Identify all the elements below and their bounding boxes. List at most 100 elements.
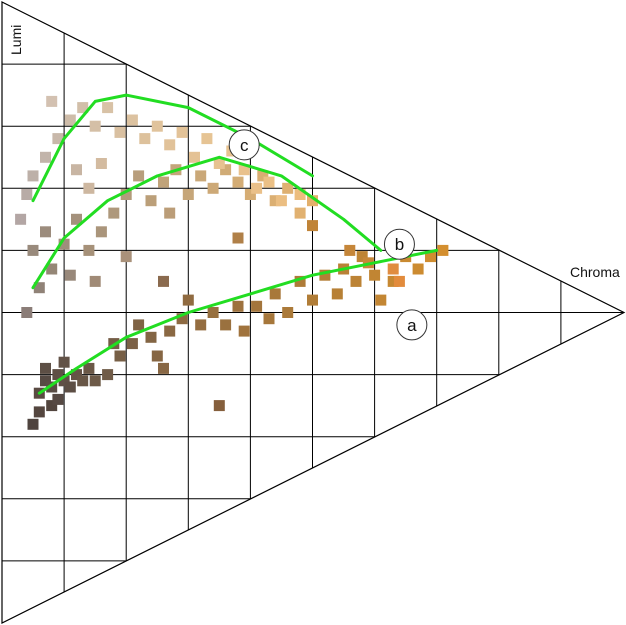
- fit-line-a: [37, 248, 439, 395]
- scatter-point: [21, 307, 33, 318]
- curve-label-circle-c: [228, 129, 260, 161]
- scatter-point: [164, 207, 176, 219]
- curve-label-a: a: [407, 316, 417, 335]
- scatter-point: [27, 170, 39, 182]
- scatter-point: [182, 189, 194, 200]
- scatter-point: [95, 158, 107, 169]
- scatter-point: [251, 300, 263, 312]
- scatter-point: [46, 95, 58, 107]
- scatter-point: [114, 350, 126, 362]
- scatter-point: [120, 251, 132, 263]
- scatter-point: [164, 325, 176, 337]
- scatter-point: [356, 251, 368, 263]
- scatter-point: [269, 288, 281, 300]
- scatter-point: [232, 232, 244, 244]
- scatter-point: [64, 381, 76, 393]
- scatter-point: [71, 369, 82, 381]
- scatter-point: [251, 182, 263, 194]
- scatter-point: [52, 393, 64, 405]
- scatter-point: [46, 381, 58, 393]
- scatter-point: [139, 133, 151, 145]
- scatter-point: [89, 120, 101, 132]
- scatter-point: [263, 176, 275, 188]
- scatter-point: [40, 151, 51, 163]
- scatter-point: [232, 176, 244, 188]
- fit-line-b: [31, 155, 383, 290]
- scatter-point: [294, 207, 306, 219]
- curve-label-c: c: [240, 136, 249, 155]
- scatter-point: [145, 195, 157, 207]
- scatter-point: [40, 226, 51, 238]
- scatter-point: [164, 139, 176, 151]
- scatter-point: [257, 170, 269, 182]
- scatter-point: [108, 207, 120, 219]
- scatter-points: [15, 95, 449, 430]
- x-axis-label: Chroma: [570, 264, 620, 280]
- scatter-point: [387, 263, 399, 275]
- scatter-point: [182, 294, 194, 306]
- scatter-point: [33, 282, 45, 294]
- scatter-point: [33, 406, 45, 418]
- scatter-point: [425, 251, 436, 263]
- scatter-point: [238, 325, 250, 337]
- scatter-point: [77, 102, 89, 114]
- scatter-point: [58, 375, 70, 387]
- scatter-point: [151, 350, 163, 362]
- scatter-point: [102, 369, 114, 381]
- scatter-point: [40, 375, 51, 387]
- curve-label-circle-b: [383, 228, 415, 260]
- scatter-point: [89, 375, 101, 387]
- scatter-point: [83, 244, 95, 256]
- scatter-point: [307, 294, 318, 306]
- scatter-point: [307, 195, 318, 207]
- scatter-point: [369, 269, 381, 281]
- scatter-point: [83, 362, 95, 374]
- scatter-point: [213, 158, 225, 169]
- scatter-point: [350, 275, 362, 287]
- scatter-point: [46, 400, 58, 412]
- scatter-point: [176, 126, 188, 138]
- scatter-point: [46, 263, 58, 275]
- scatter-point: [220, 319, 232, 331]
- scatter-point: [244, 189, 256, 200]
- scatter-point: [275, 195, 287, 207]
- curve-labels: a b c: [228, 129, 428, 341]
- scatter-point: [58, 238, 70, 250]
- scatter-point: [263, 313, 275, 325]
- scatter-point: [412, 263, 424, 275]
- scatter-point: [201, 133, 213, 145]
- scatter-point: [344, 244, 356, 256]
- scatter-point: [27, 244, 39, 256]
- curve-label-circle-a: [396, 309, 428, 341]
- scatter-point: [294, 189, 306, 200]
- scatter-point: [393, 275, 405, 287]
- scatter-point: [307, 220, 318, 232]
- scatter-point: [52, 133, 64, 145]
- curve-label-b: b: [395, 235, 404, 254]
- y-axis-label: Lumi: [8, 25, 24, 55]
- scatter-point: [176, 313, 188, 325]
- scatter-point: [21, 189, 33, 200]
- scatter-point: [133, 319, 145, 331]
- scatter-point: [145, 331, 157, 343]
- scatter-point: [294, 275, 306, 287]
- scatter-point: [95, 226, 107, 238]
- scatter-point: [319, 269, 331, 281]
- scatter-point: [102, 102, 114, 114]
- scatter-point: [282, 307, 294, 318]
- scatter-point: [120, 189, 132, 200]
- scatter-point: [158, 275, 169, 287]
- scatter-point: [27, 418, 39, 430]
- scatter-point: [207, 307, 219, 318]
- scatter-point: [331, 288, 343, 300]
- scatter-point: [114, 126, 126, 138]
- scatter-point: [40, 362, 51, 374]
- scatter-point: [195, 319, 207, 331]
- scatter-point: [83, 182, 95, 194]
- scatter-point: [64, 114, 76, 126]
- scatter-point: [220, 164, 232, 176]
- scatter-point: [207, 182, 219, 194]
- scatter-point: [387, 275, 399, 287]
- scatter-point: [282, 182, 294, 194]
